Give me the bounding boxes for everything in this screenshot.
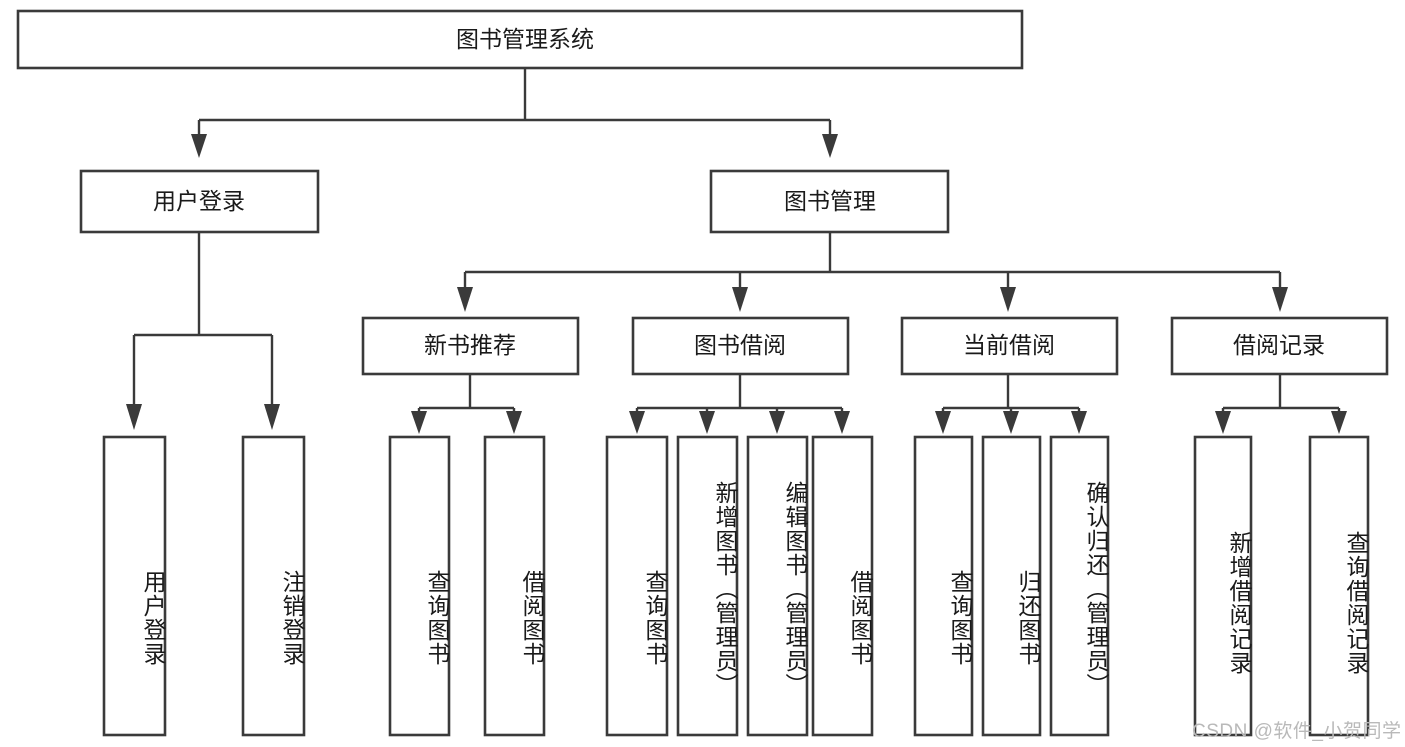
leaf-box-user-login[interactable]	[102, 435, 167, 737]
new-book-recommend-box[interactable]	[361, 316, 580, 376]
arrowhead-bb-query-book	[629, 411, 645, 434]
leaf-box-cb-return-book[interactable]	[981, 435, 1042, 737]
current-borrow-box[interactable]	[900, 316, 1119, 376]
leaf-box-bb-add-book[interactable]	[676, 435, 739, 737]
leaf-box-br-query-record[interactable]	[1308, 435, 1370, 737]
connectors-bookborrow-to-leaves	[629, 374, 850, 434]
arrowhead-new-book-rec	[457, 287, 473, 312]
arrowhead-book-mgmt	[822, 134, 838, 158]
new-book-recommend-label: 新书推荐	[424, 332, 516, 358]
connectors-newbook-to-leaves	[411, 374, 522, 434]
connectors-root-to-level2	[191, 68, 838, 158]
user-login-label: 用户登录	[153, 188, 245, 214]
arrowhead-leaf-user-login	[126, 404, 142, 430]
arrowhead-bb-edit-book	[769, 411, 785, 434]
borrow-record-label: 借阅记录	[1233, 332, 1325, 358]
arrowhead-nb-borrow-book	[506, 411, 522, 434]
leaf-box-cb-query-book[interactable]	[913, 435, 974, 737]
node-root[interactable]: 图书管理系统	[16, 9, 1024, 70]
arrowhead-cb-query-book	[935, 411, 951, 434]
node-borrow-record[interactable]: 借阅记录	[1170, 316, 1389, 376]
connectors-borrowrecord-to-leaves	[1215, 374, 1347, 434]
current-borrow-label: 当前借阅	[963, 332, 1055, 358]
arrowhead-book-borrow	[732, 287, 748, 312]
node-new-book-recommend[interactable]: 新书推荐	[361, 316, 580, 376]
arrowhead-bb-add-book	[699, 411, 715, 434]
borrow-record-box[interactable]	[1170, 316, 1389, 376]
leaf-box-cb-confirm-return[interactable]	[1049, 435, 1110, 737]
node-user-login[interactable]: 用户登录	[79, 169, 320, 234]
leaf-box-nb-query-book[interactable]	[388, 435, 451, 737]
arrowhead-leaf-logout	[264, 404, 280, 430]
user-login-box[interactable]	[79, 169, 320, 234]
leaf-box-bb-query-book[interactable]	[605, 435, 669, 737]
arrowhead-br-add-record	[1215, 411, 1231, 434]
node-book-management[interactable]: 图书管理	[709, 169, 950, 234]
arrowhead-user-login	[191, 134, 207, 158]
arrowhead-br-query-record	[1331, 411, 1347, 434]
book-management-label: 图书管理	[784, 188, 876, 214]
leaf-boxes	[102, 435, 1370, 737]
node-book-borrow[interactable]: 图书借阅	[631, 316, 850, 376]
book-borrow-box[interactable]	[631, 316, 850, 376]
arrowhead-nb-query-book	[411, 411, 427, 434]
leaf-box-nb-borrow-book[interactable]	[483, 435, 546, 737]
connectors-currentborrow-to-leaves	[935, 374, 1087, 434]
root-label: 图书管理系统	[456, 26, 594, 52]
arrowhead-borrow-record	[1272, 287, 1288, 312]
arrowhead-cb-return-book	[1003, 411, 1019, 434]
root-box[interactable]	[16, 9, 1024, 70]
leaf-box-bb-borrow-book[interactable]	[811, 435, 874, 737]
node-current-borrow[interactable]: 当前借阅	[900, 316, 1119, 376]
csdn-watermark: CSDN @软件_小贺同学	[1192, 721, 1402, 742]
leaf-box-br-add-record[interactable]	[1193, 435, 1253, 737]
arrowhead-cb-confirm-return	[1071, 411, 1087, 434]
book-management-box[interactable]	[709, 169, 950, 234]
connectors-bookmgmt-to-level3	[457, 232, 1288, 312]
connectors-userlogin-to-leaves	[126, 232, 280, 430]
arrowhead-bb-borrow-book	[834, 411, 850, 434]
arrowhead-current-borrow	[1000, 287, 1016, 312]
leaf-box-bb-edit-book[interactable]	[746, 435, 809, 737]
book-borrow-label: 图书借阅	[694, 332, 786, 358]
leaf-box-logout[interactable]	[241, 435, 306, 737]
